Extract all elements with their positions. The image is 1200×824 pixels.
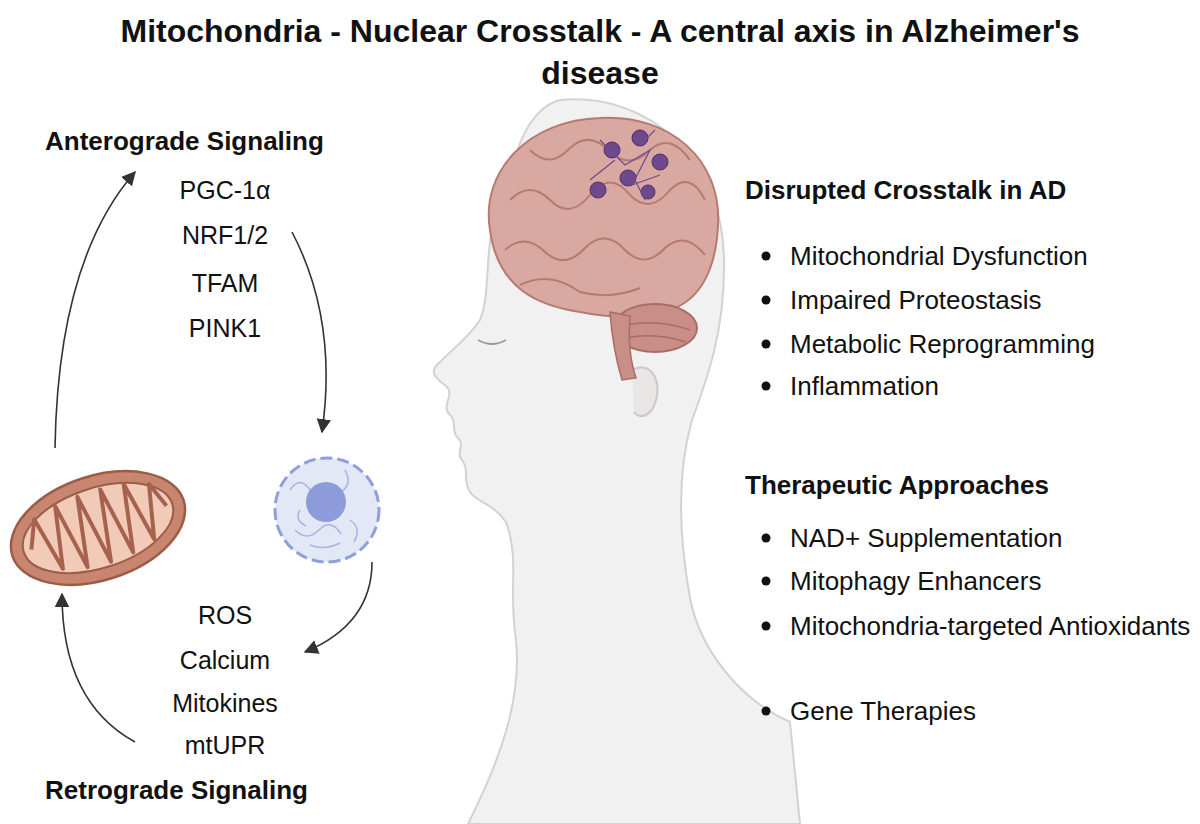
brain [489,118,718,380]
bullet-item: Mitochondria-targeted Antioxidants [790,608,1200,644]
bullet-item: Mitophagy Enhancers [790,563,1200,599]
signal-item: PINK1 [125,313,325,343]
signal-item: mtUPR [125,730,325,760]
bullet-item: Inflammation [790,368,1200,404]
signal-item: NRF1/2 [125,220,325,250]
title: Mitochondria - Nuclear Crosstalk - A cen… [80,10,1120,94]
bullet-item: Gene Therapies [790,693,1200,729]
bullet-item: Mitochondrial Dysfunction [790,238,1200,274]
head-profile [434,99,800,824]
nucleus [275,458,379,562]
signal-item: Mitokines [125,688,325,718]
section-heading: Therapeutic Approaches [745,469,1165,501]
signal-item: PGC-1α [125,175,325,205]
signal-item: TFAM [125,268,325,298]
signal-item: ROS [125,600,325,630]
signal-item: Calcium [125,645,325,675]
bullet-item: NAD+ Supplementation [790,520,1200,556]
bullet-item: Metabolic Reprogramming [790,326,1200,362]
section-heading: Disrupted Crosstalk in AD [745,174,1165,206]
section-heading: Anterograde Signaling [45,125,465,157]
cycle-arrow [55,172,372,742]
mitochondrion [0,451,200,606]
bullet-item: Impaired Proteostasis [790,282,1200,318]
section-heading: Retrograde Signaling [45,774,465,806]
